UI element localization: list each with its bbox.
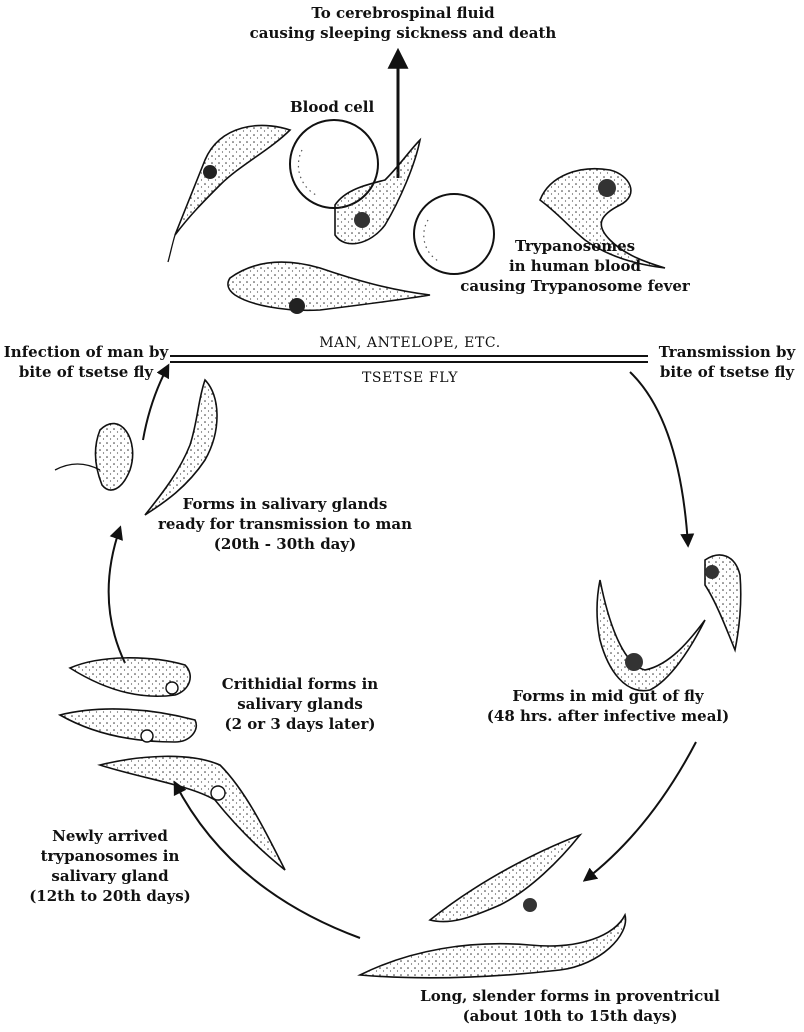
label-line: bite of tsetse fly [652,362,802,382]
label-proventricul: Long, slender forms in proventricul (abo… [400,986,740,1026]
label-line: (about 10th to 15th days) [400,1006,740,1026]
label-newly-arrived: Newly arrived trypanosomes in salivary g… [10,826,210,906]
label-transmission: Transmission by bite of tsetse fly [652,342,802,382]
label-host-upper: MAN, ANTELOPE, ETC. [250,333,570,353]
label-line: Newly arrived [10,826,210,846]
arrow-transmission [630,372,688,545]
label-midgut: Forms in mid gut of fly (48 hrs. after i… [470,686,746,726]
label-crithidial: Crithidial forms in salivary glands (2 o… [200,674,400,734]
label-line: in human blood [445,256,705,276]
label-line: ready for transmission to man [135,514,435,534]
label-line: trypanosomes in [10,846,210,866]
label-blood-cell: Blood cell [290,97,374,117]
label-line: Long, slender forms in proventricul [400,986,740,1006]
label-line: causing Trypanosome fever [445,276,705,296]
host-divider [170,356,648,362]
label-infection: Infection of man by bite of tsetse fly [0,342,172,382]
trypanosome-proventricul [360,835,626,978]
label-line: To cerebrospinal fluid [243,3,563,23]
arrow-midgut-to-proventricul [585,742,696,880]
label-line: (48 hrs. after infective meal) [470,706,746,726]
label-line: Transmission by [652,342,802,362]
label-to-csf: To cerebrospinal fluid causing sleeping … [243,3,563,43]
trypanosome-blood-1 [168,125,290,262]
label-line: salivary glands [200,694,400,714]
label-line: Forms in mid gut of fly [470,686,746,706]
trypanosome-midgut [597,555,741,691]
label-line: Forms in salivary glands [135,494,435,514]
label-line: (20th - 30th day) [135,534,435,554]
trypanosome-crithidial [60,658,196,742]
label-line: (12th to 20th days) [10,886,210,906]
label-host-lower: TSETSE FLY [250,368,570,388]
trypanosome-blood-4 [228,262,430,314]
label-line: (2 or 3 days later) [200,714,400,734]
arrow-crithidial-to-salivary [109,528,125,663]
label-line: salivary gland [10,866,210,886]
label-line: Infection of man by [0,342,172,362]
label-line: Trypanosomes [445,236,705,256]
label-human-blood: Trypanosomes in human blood causing Tryp… [445,236,705,296]
label-line: causing sleeping sickness and death [243,23,563,43]
label-line: bite of tsetse fly [0,362,172,382]
label-salivary-ready: Forms in salivary glands ready for trans… [135,494,435,554]
label-line: Crithidial forms in [200,674,400,694]
